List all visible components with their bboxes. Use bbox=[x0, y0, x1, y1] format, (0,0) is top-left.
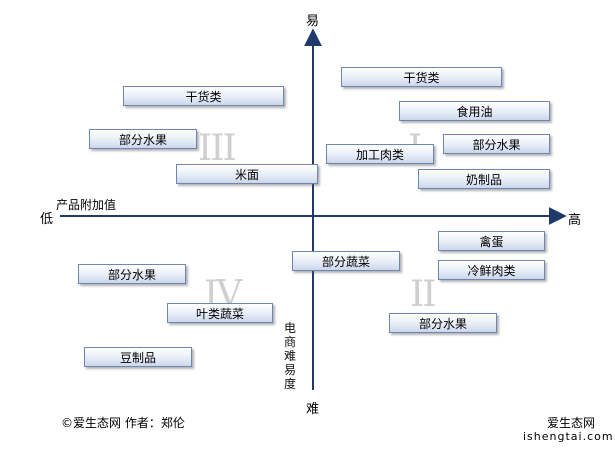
quadrant-label-ii: II bbox=[410, 274, 436, 315]
x-axis-right-label: 高 bbox=[568, 213, 582, 228]
box-q1-oil: 食用油 bbox=[399, 101, 550, 121]
brand-text: 爱生态网 bbox=[547, 416, 596, 430]
y-axis-title: 电商难易度 bbox=[283, 321, 296, 391]
box-q2-eggs: 禽蛋 bbox=[438, 231, 545, 251]
box-q3-drygoods: 干货类 bbox=[123, 86, 284, 106]
box-q1-dairy: 奶制品 bbox=[418, 169, 550, 189]
box-q3-rice-noodle: 米面 bbox=[176, 164, 318, 184]
y-axis-bottom-label: 难 bbox=[306, 402, 320, 417]
box-q3-fruit: 部分水果 bbox=[89, 129, 197, 149]
box-q1-drygoods: 干货类 bbox=[341, 67, 502, 87]
y-axis-top-label: 易 bbox=[306, 14, 320, 29]
copyright-text: ©爱生态网 作者：郑伦 bbox=[61, 416, 185, 430]
box-q4-leafy-veg: 叶类蔬菜 bbox=[167, 303, 273, 323]
box-q2-veg: 部分蔬菜 bbox=[292, 251, 400, 271]
x-axis-title: 产品附加值 bbox=[56, 198, 117, 212]
domain-text: ishengtai.com bbox=[523, 430, 614, 443]
box-q4-fruit: 部分水果 bbox=[78, 264, 186, 284]
box-q2-fresh-meat: 冷鲜肉类 bbox=[438, 260, 545, 280]
box-q2-fruit: 部分水果 bbox=[389, 313, 497, 333]
box-q1-fruit: 部分水果 bbox=[443, 134, 550, 154]
box-q1-processed-meat: 加工肉类 bbox=[326, 144, 434, 164]
quadrant-label-iii: III bbox=[198, 128, 237, 169]
x-axis-left-label: 低 bbox=[40, 212, 54, 227]
box-q4-soy: 豆制品 bbox=[84, 347, 192, 367]
